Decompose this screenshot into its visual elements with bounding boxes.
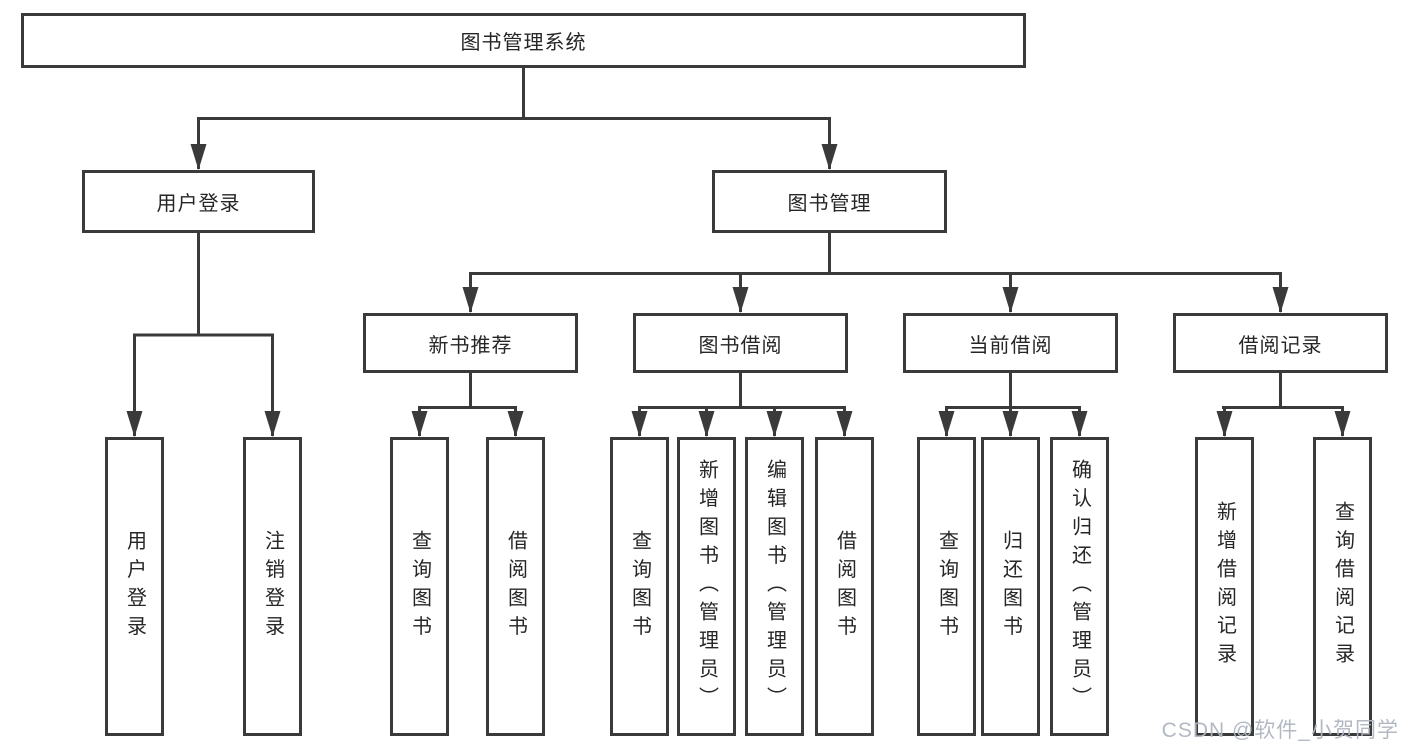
node-user-login: 用户登录 — [82, 170, 315, 233]
node-current-borrowing: 当前借阅 — [903, 313, 1118, 373]
node-leaf-query-books-borrow: 查询图书 — [610, 437, 669, 736]
node-label: 查询借阅记录 — [1331, 501, 1354, 672]
node-label: 用户登录 — [156, 193, 241, 215]
node-label: 借阅记录 — [1238, 334, 1323, 357]
node-leaf-query-borrow-record: 查询借阅记录 — [1313, 437, 1372, 736]
node-label: 查询图书 — [628, 529, 651, 644]
node-label: 借阅图书 — [833, 529, 856, 644]
node-label: 编辑图书（管理员） — [763, 458, 786, 715]
node-new-book-recommend: 新书推荐 — [363, 313, 578, 373]
node-leaf-add-book-admin: 新增图书（管理员） — [677, 437, 736, 736]
watermark: CSDN @软件_小贺同学 — [1161, 719, 1399, 742]
node-leaf-user-login: 用户登录 — [105, 437, 164, 736]
node-leaf-add-borrow-record: 新增借阅记录 — [1195, 437, 1254, 736]
node-label: 注销登录 — [261, 529, 284, 644]
node-leaf-borrow-books-rec: 借阅图书 — [486, 437, 545, 736]
node-book-borrowing: 图书借阅 — [633, 313, 848, 373]
node-label: 图书借阅 — [698, 334, 783, 357]
node-label: 新增图书（管理员） — [695, 458, 718, 715]
node-label: 确认归还（管理员） — [1068, 458, 1091, 715]
node-label: 当前借阅 — [968, 334, 1053, 357]
node-leaf-borrow-books: 借阅图书 — [815, 437, 874, 736]
node-label: 新增借阅记录 — [1213, 501, 1236, 672]
node-book-management: 图书管理 — [712, 170, 947, 233]
node-label: 用户登录 — [123, 529, 146, 644]
node-borrowing-records: 借阅记录 — [1173, 313, 1388, 373]
node-leaf-edit-book-admin: 编辑图书（管理员） — [745, 437, 804, 736]
node-label: 图书管理 — [787, 193, 872, 215]
node-label: 查询图书 — [935, 529, 958, 644]
node-leaf-logout: 注销登录 — [243, 437, 302, 736]
node-leaf-confirm-return-admin: 确认归还（管理员） — [1050, 437, 1109, 736]
node-label: 图书管理系统 — [460, 32, 587, 54]
node-leaf-query-books-current: 查询图书 — [917, 437, 976, 736]
node-label: 新书推荐 — [428, 334, 513, 357]
node-library-management-system: 图书管理系统 — [21, 13, 1026, 68]
node-leaf-query-books-rec: 查询图书 — [390, 437, 449, 736]
node-label: 归还图书 — [999, 529, 1022, 644]
node-label: 查询图书 — [408, 529, 431, 644]
node-leaf-return-book: 归还图书 — [981, 437, 1040, 736]
node-label: 借阅图书 — [504, 529, 527, 644]
